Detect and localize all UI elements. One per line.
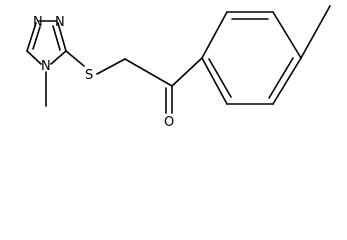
atom-s-label: S — [85, 68, 93, 83]
atom-labels: N N N S O — [33, 15, 174, 130]
bond-c3-s — [65, 50, 85, 67]
bond-ar6 — [201, 57, 228, 105]
bond-ar1 — [201, 11, 228, 59]
triazole-ring — [26, 20, 67, 65]
bond-n2-c3 — [57, 22, 67, 52]
bond-ar3 — [272, 11, 302, 59]
bond-c5-n1-double — [32, 26, 41, 50]
bond-ar-inner-3 — [208, 58, 232, 98]
bond-ar-inner-2 — [268, 57, 294, 99]
bond-co-aryl — [171, 57, 203, 87]
structure-canvas: N N N S O — [26, 5, 331, 130]
carbonyl — [165, 57, 203, 114]
thioether-linker — [65, 50, 173, 87]
bond-c5-n1 — [26, 22, 37, 52]
atom-o-label: O — [164, 115, 174, 130]
bond-s-ch2 — [96, 58, 126, 75]
bond-ch2-co — [124, 58, 173, 87]
atom-n2-label: N — [55, 15, 65, 30]
atom-n4-label: N — [41, 59, 51, 74]
ethyl-group — [272, 5, 331, 59]
bond-aryl-ch2 — [300, 5, 331, 59]
bond-n2-c3-double — [52, 25, 61, 51]
benzene-ring — [201, 11, 302, 105]
atom-n1-label: N — [33, 15, 43, 30]
bond-c3-n4 — [50, 50, 67, 65]
molecule-diagram: N N N S O — [26, 5, 331, 130]
bond-ar4 — [272, 57, 302, 105]
bond-n4-c5 — [26, 50, 42, 65]
